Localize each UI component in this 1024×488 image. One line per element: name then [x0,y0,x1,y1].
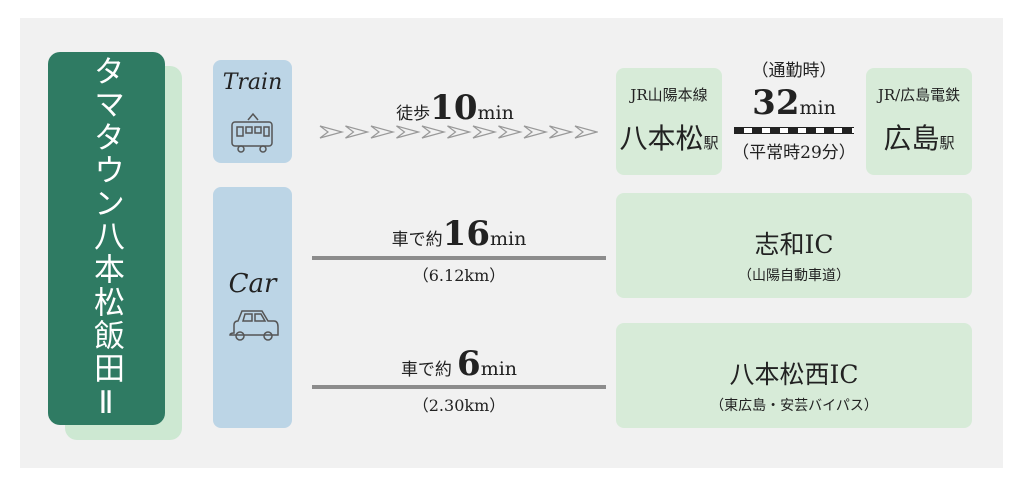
route1-value: 16 [442,214,490,254]
car-label: Car [228,269,277,299]
car-icon [229,310,279,341]
chevron-arrow [345,125,370,139]
chevron-arrow [549,125,574,139]
chevron-arrow [319,125,345,139]
chevron-arrow [370,125,396,139]
train-badge: Train [213,60,292,163]
route2-distance: （2.30km） [412,396,506,415]
walk-prefix: 徒歩 [396,104,431,124]
from-station-suffix: 駅 [703,134,719,152]
walk-time: 徒歩10min [380,88,530,128]
from-station-box: JR山陽本線 八本松駅 [616,68,722,175]
route1-prefix: 車で約 [391,230,443,250]
chevron-arrows-icon [319,125,598,139]
to-line: JR/広島電鉄 [877,86,961,104]
route2-line [312,385,606,389]
chevron-arrow [523,125,549,139]
walk-value: 10 [430,88,478,128]
route2-value: 6 [457,344,481,384]
train-label: Train [222,70,283,95]
from-line: JR山陽本線 [630,86,708,104]
route2-dest-sub: （東広島・安芸バイパス） [710,398,878,414]
chevron-arrow [396,125,421,139]
to-station-box: JR/広島電鉄 広島駅 [866,68,972,175]
car-badge: Car [213,187,292,428]
title-card: タマタウン八本松飯田Ⅱ [48,52,165,425]
commute-value: 32 [752,83,800,123]
chevron-arrow [421,125,447,139]
to-station: 広島 [883,122,940,155]
walk-unit: min [477,102,514,124]
normal-note: （平常時29分） [732,143,856,163]
route1-dest-box: 志和IC （山陽自動車道） [616,193,972,298]
route1-dest: 志和IC [754,230,834,259]
commute-unit: min [799,97,836,119]
route1-line [312,256,606,260]
property-name: タマタウン八本松飯田Ⅱ [88,54,124,423]
route2-dest-box: 八本松西IC （東広島・安芸バイパス） [616,323,972,428]
commute-note: （通勤時） [751,61,837,81]
route2-dest: 八本松西IC [729,360,859,389]
to-station-suffix: 駅 [939,134,955,152]
route1-distance: （6.12km） [412,266,506,285]
route1-unit: min [489,228,527,250]
chevron-arrow [472,125,498,139]
chevron-arrow [498,125,523,139]
chevron-arrow [447,125,472,139]
from-station: 八本松 [619,122,704,155]
route1-dest-sub: （山陽自動車道） [738,268,850,284]
chevron-arrow [574,125,598,139]
train-icon [231,112,273,153]
rail-line [734,127,854,134]
route2-prefix: 車で約 [400,360,452,380]
route2-unit: min [480,358,518,380]
